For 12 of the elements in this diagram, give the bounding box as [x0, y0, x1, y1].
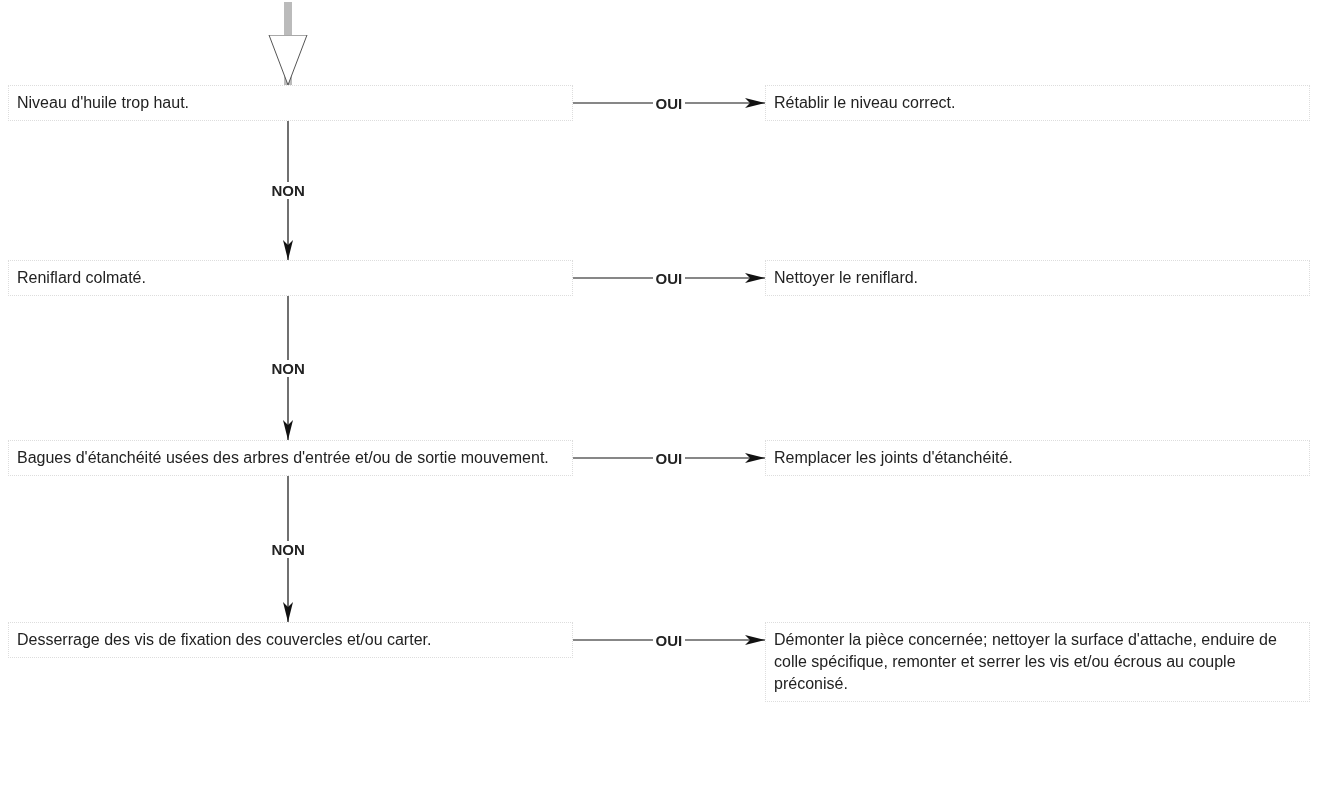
arrow: [283, 120, 293, 261]
condition-box: Niveau d'huile trop haut.: [8, 85, 573, 121]
arrow: [283, 475, 293, 623]
condition-box: Desserrage des vis de fixation des couvercles et/ou carter.: [8, 622, 573, 658]
block-arrow: [268, 2, 308, 86]
arrow: [283, 295, 293, 441]
action-box: Démonter la pièce concernée; nettoyer la surface d'attache, enduire de colle spécifique, remonter et serrer les vis et/ou écrous au couple préconisé.: [765, 622, 1310, 702]
condition-box: Reniflard colmaté.: [8, 260, 573, 296]
condition-box: Bagues d'étanchéité usées des arbres d'entrée et/ou de sortie mouvement.: [8, 440, 573, 476]
action-box: Remplacer les joints d'étanchéité.: [765, 440, 1310, 476]
action-box: Nettoyer le reniflard.: [765, 260, 1310, 296]
action-box: Rétablir le niveau correct.: [765, 85, 1310, 121]
